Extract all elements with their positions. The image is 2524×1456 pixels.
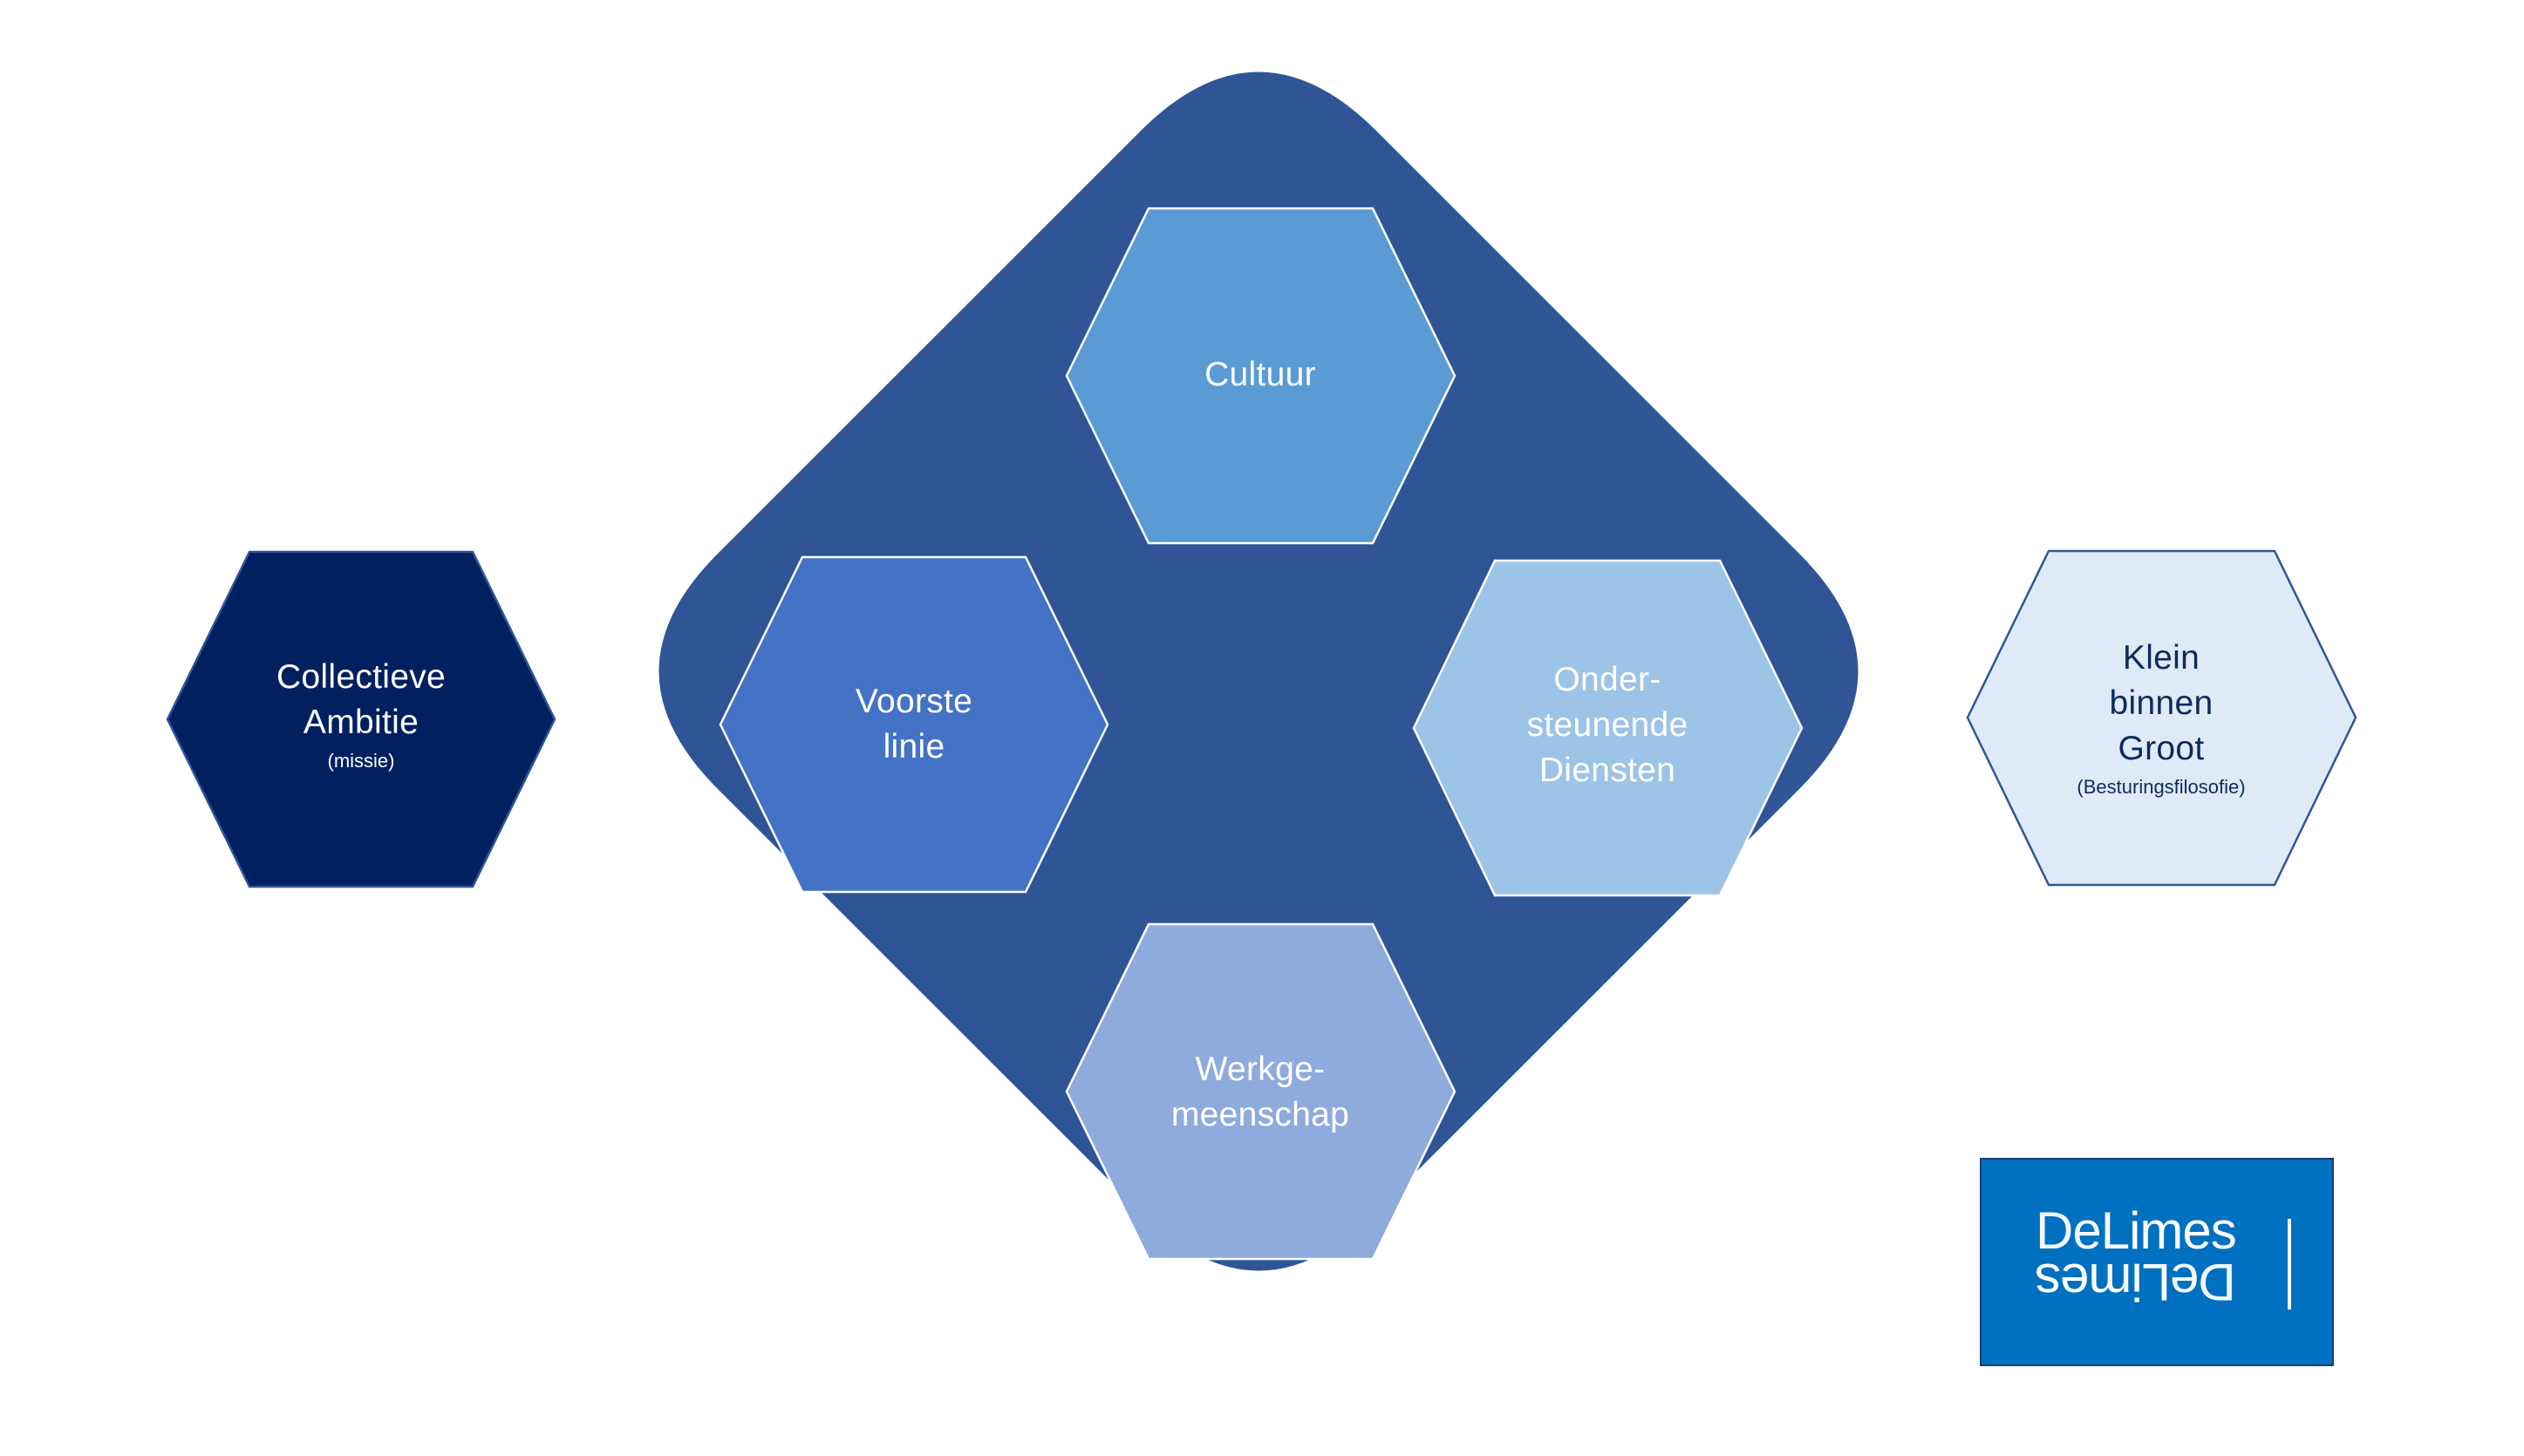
logo-wordmark: DeLimes [2036,1205,2237,1257]
hexagon-voorste-linie [719,555,1109,894]
logo-text-de-mirrored: De [2171,1253,2236,1311]
hexagon-collectieve-ambitie [166,550,556,888]
hexagon-klein-binnen-groot [1966,549,2357,887]
logo-text-de: De [2036,1201,2102,1260]
diamond-container [658,71,1859,1271]
hexagon-cultuur [1065,207,1456,545]
logo-text-limes: Limes [2100,1201,2237,1260]
hexagon-werkgemeenschap [1065,922,1456,1261]
logo-wordmark-mirrored: DeLimes [2036,1253,2236,1311]
logo-text-limes-mirrored: Limes [2036,1253,2172,1311]
hexagon-ondersteunende-diensten [1412,559,1804,897]
delimes-logo: DeLimes DeLimes [1980,1158,2334,1366]
logo-divider-bar [2288,1219,2291,1310]
